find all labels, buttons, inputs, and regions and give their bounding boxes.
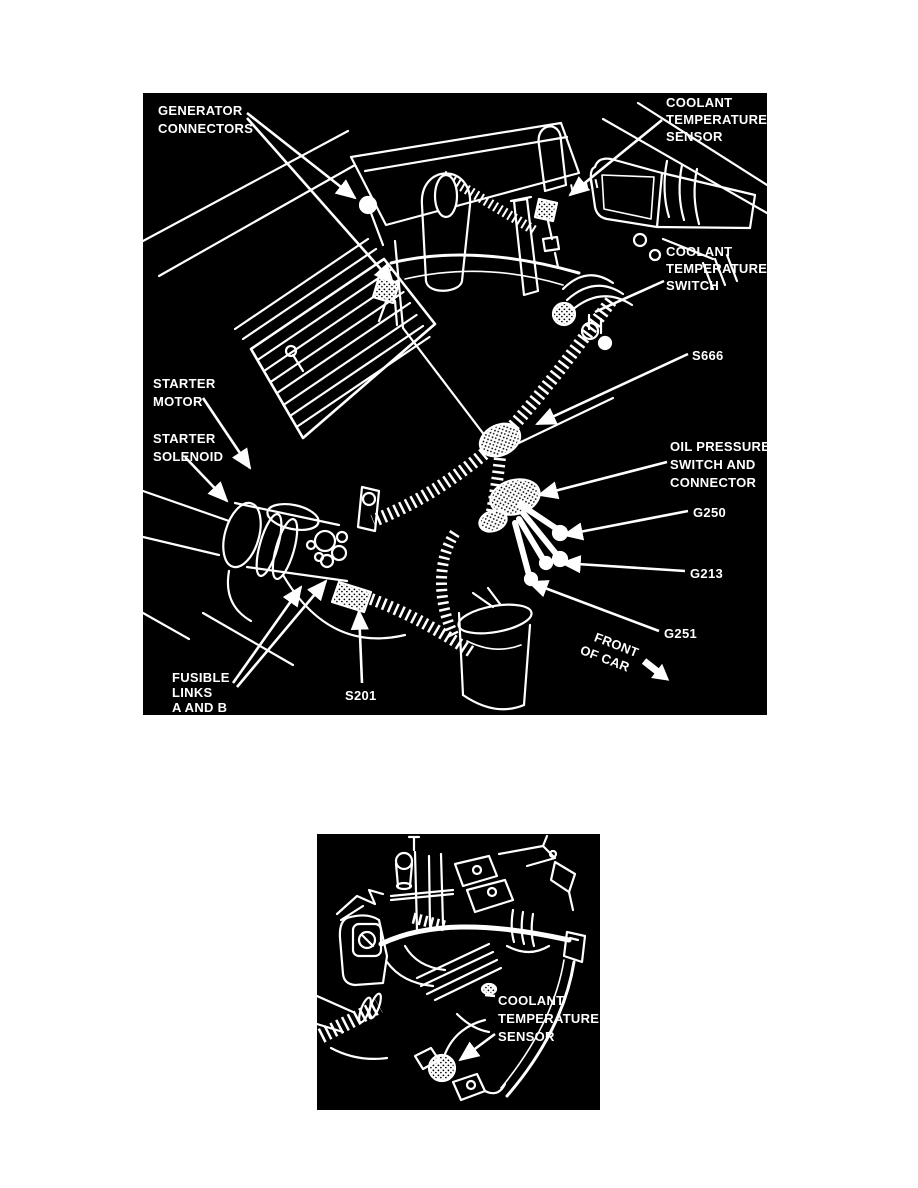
label-line: LINKS — [172, 685, 213, 700]
leader-oil-pressure-switch — [536, 460, 668, 500]
label-line: FUSIBLE — [172, 670, 230, 685]
label-line: SENSOR — [666, 129, 723, 144]
leader-coolant-temp-switch — [594, 279, 665, 314]
label-line: COOLANT — [666, 244, 732, 259]
label-line: S666 — [692, 348, 724, 363]
label-line: SWITCH — [666, 278, 719, 293]
label-g251: G251 — [664, 626, 697, 641]
label-s201: S201 — [345, 688, 377, 703]
callout-labels: GENERATOR CONNECTORS COOLANT TEMPERATURE… — [153, 95, 767, 715]
callout-labels: COOLANT TEMPERATURE SENSOR — [498, 993, 599, 1044]
leader-fusible-links-2 — [236, 579, 328, 688]
leader-arrows — [458, 993, 496, 1062]
engine-line-art — [317, 834, 587, 1102]
leader-arrows — [184, 111, 689, 688]
engine-diagram-bottom: COOLANT TEMPERATURE SENSOR — [317, 834, 600, 1110]
label-line: G213 — [690, 566, 723, 581]
label-line: MOTOR — [153, 394, 203, 409]
label-line: GENERATOR — [158, 103, 243, 118]
label-coolant-temp-switch: COOLANT TEMPERATURE SWITCH — [666, 244, 767, 293]
label-starter-motor: STARTER MOTOR — [153, 376, 216, 409]
label-line: SENSOR — [498, 1029, 555, 1044]
leader-starter-solenoid — [184, 456, 229, 503]
engine-diagram-bottom-svg: COOLANT TEMPERATURE SENSOR — [317, 834, 600, 1110]
leader-coolant-temp-sensor — [568, 118, 663, 197]
label-line: STARTER — [153, 376, 216, 391]
label-line: COOLANT — [666, 95, 732, 110]
leader-g250 — [561, 509, 689, 541]
label-starter-solenoid: STARTER SOLENOID — [153, 431, 223, 464]
label-line: TEMPERATURE — [666, 112, 767, 127]
label-line: COOLANT — [498, 993, 564, 1008]
label-line: SWITCH AND — [670, 457, 756, 472]
label-line: G251 — [664, 626, 697, 641]
label-coolant-temp-sensor: COOLANT TEMPERATURE SENSOR — [498, 993, 599, 1044]
label-oil-pressure-switch: OIL PRESSURE SWITCH AND CONNECTOR — [670, 439, 767, 490]
engine-line-art — [143, 101, 767, 711]
label-coolant-temp-sensor: COOLANT TEMPERATURE SENSOR — [666, 95, 767, 144]
label-fusible-links: FUSIBLE LINKS A AND B — [172, 670, 230, 715]
leader-g251 — [527, 580, 660, 633]
label-line: CONNECTOR — [670, 475, 757, 490]
label-line: G250 — [693, 505, 726, 520]
label-line: SOLENOID — [153, 449, 223, 464]
label-line: STARTER — [153, 431, 216, 446]
engine-diagram-top: GENERATOR CONNECTORS COOLANT TEMPERATURE… — [143, 93, 767, 715]
label-line: OIL PRESSURE — [670, 439, 767, 454]
leader-s201 — [350, 608, 369, 684]
leader-generator-connectors-2 — [246, 117, 395, 285]
label-g213: G213 — [690, 566, 723, 581]
leader-tick — [484, 993, 496, 998]
label-g250: G250 — [693, 505, 726, 520]
label-line: CONNECTORS — [158, 121, 253, 136]
label-s666: S666 — [692, 348, 724, 363]
front-of-car-arrow-icon — [641, 658, 670, 681]
leader-coolant-temp-sensor — [458, 1032, 496, 1062]
leader-generator-connectors-1 — [246, 111, 357, 200]
label-line: TEMPERATURE — [498, 1011, 599, 1026]
leader-starter-motor — [201, 397, 252, 470]
leader-s666 — [535, 352, 689, 426]
label-generator-connectors: GENERATOR CONNECTORS — [158, 103, 253, 136]
label-line: A AND B — [172, 700, 227, 715]
label-line: S201 — [345, 688, 377, 703]
leader-g213 — [559, 555, 686, 574]
label-line: TEMPERATURE — [666, 261, 767, 276]
engine-diagram-top-svg: GENERATOR CONNECTORS COOLANT TEMPERATURE… — [143, 93, 767, 715]
leader-fusible-links-1 — [231, 585, 303, 684]
